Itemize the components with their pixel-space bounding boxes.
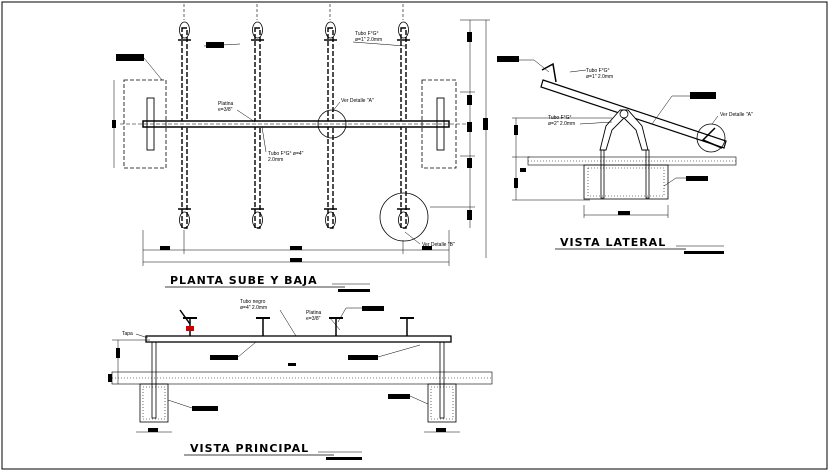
handle-tubes: [178, 21, 410, 229]
seat-right: [421, 79, 457, 169]
lateral-tubo-top-dim: ø=1" 2.0mm: [586, 74, 613, 80]
planta-tubo-top-dim: ø=1" 2.0mm: [355, 37, 382, 43]
lateral-ground: [527, 156, 737, 166]
lateral-beam: [540, 79, 727, 149]
principal-view: [108, 306, 493, 433]
note-tag: [192, 406, 218, 411]
principal-tapa-label: Tapa: [122, 331, 133, 337]
planta-platina-dim: e=3/8": [218, 107, 233, 113]
planta-title: PLANTA SUBE Y BAJA: [170, 274, 318, 287]
principal-labels: Tubo negro ø=4" 2.0mm Platina e=3/8" Tap…: [122, 299, 322, 455]
principal-tubo-negro-dim: ø=4" 2.0mm: [240, 305, 267, 311]
note-tag: [116, 54, 144, 61]
planta-detalle-b: Ver Detalle "B": [422, 242, 455, 248]
principal-title: VISTA PRINCIPAL: [190, 442, 309, 455]
planta-platina-label: Platina: [218, 101, 234, 107]
seat-left: [123, 79, 167, 169]
note-tag: [210, 355, 238, 360]
lateral-title: VISTA LATERAL: [560, 236, 666, 249]
footing-right: [427, 383, 457, 423]
principal-beam: [145, 335, 452, 343]
note-tag: [206, 42, 224, 48]
detail-a-circle: [317, 109, 347, 139]
lateral-detalle-a: Ver Detalle "A": [720, 112, 753, 118]
principal-handles: [179, 309, 414, 336]
planta-tubo-top-label: Tubo F°G°: [355, 31, 379, 37]
note-tag: [348, 355, 378, 360]
note-tag: [362, 306, 384, 311]
planta-tubo-mid-dim: 2.0mm: [268, 157, 283, 163]
principal-platina-label: Platina: [306, 310, 322, 316]
pivot-support: [599, 109, 649, 151]
lateral-labels: Tubo F°G° ø=1" 2.0mm Tubo F°G° ø=2" 2.0m…: [548, 68, 753, 249]
principal-tubo-negro-label: Tubo negro: [240, 299, 266, 305]
note-tag: [388, 394, 410, 399]
principal-platina-dim: e=3/8": [306, 316, 321, 322]
planta-view: [112, 4, 490, 266]
planta-tubo-mid-label: Tubo F°G° ø=4": [268, 151, 304, 157]
lateral-footing: [583, 164, 669, 200]
planta-detalle-a: Ver Detalle "A": [341, 98, 374, 104]
planta-labels: Tubo F°G° ø=1" 2.0mm Platina e=3/8" Ver …: [170, 31, 455, 287]
red-marker: [186, 326, 194, 331]
lateral-view: [497, 56, 737, 218]
lateral-tubo-mid-dim: ø=2" 2.0mm: [548, 121, 575, 127]
detail-b-circle: [379, 192, 429, 242]
lateral-detail-circle: [696, 123, 726, 153]
lateral-tubo-top-label: Tubo F°G°: [586, 68, 610, 74]
note-tag: [497, 56, 519, 62]
principal-title-underline: [184, 451, 362, 460]
lateral-title-underline: [555, 245, 724, 254]
lateral-tubo-mid-label: Tubo F°G°: [548, 115, 572, 121]
planta-title-underline: [165, 283, 370, 292]
footing-left: [139, 383, 169, 423]
note-tag: [690, 92, 716, 99]
note-tag: [686, 176, 708, 181]
